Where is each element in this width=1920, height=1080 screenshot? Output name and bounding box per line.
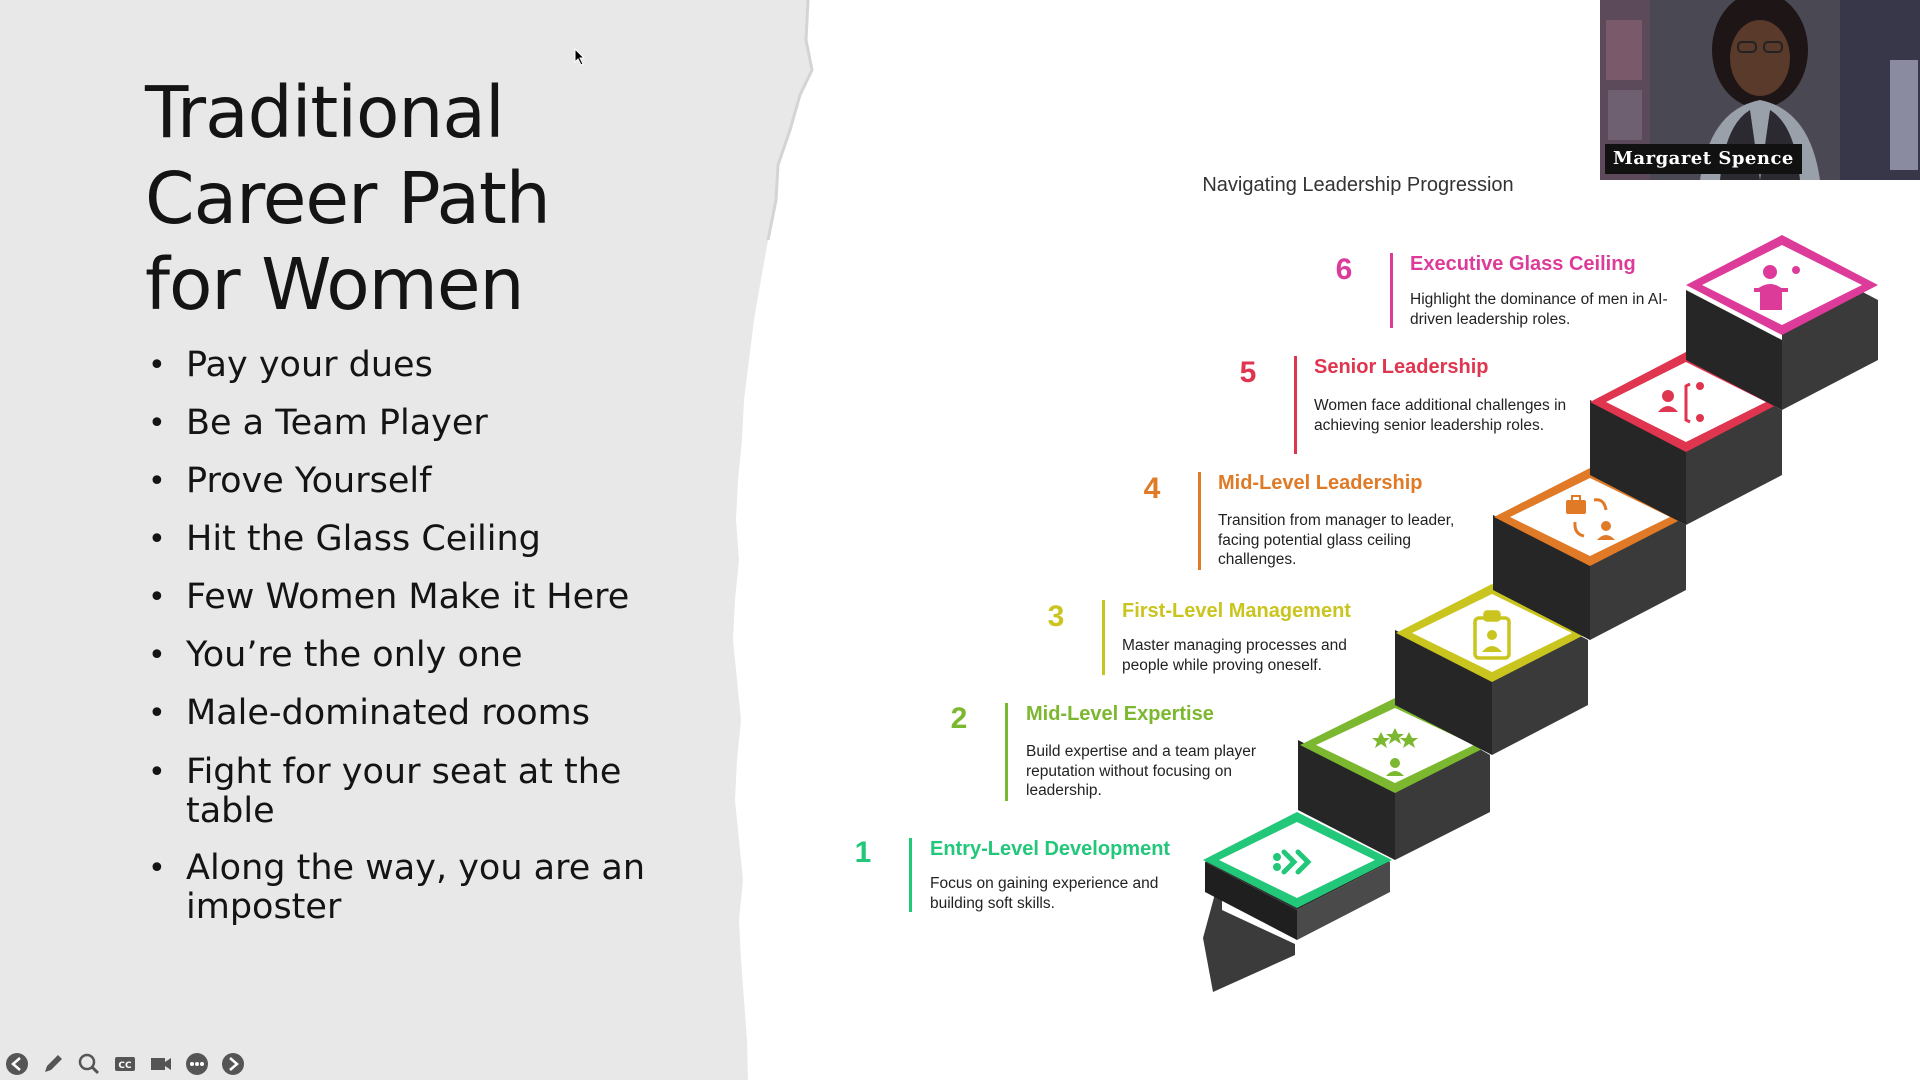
slide-title-line: Career Path [145,157,551,240]
double-chevron-icon [1273,849,1312,875]
camera-icon[interactable] [148,1051,174,1077]
step-description: Transition from manager to leader, facin… [1218,512,1455,568]
step-title: Entry-Level Development [930,838,1171,860]
step-description: Focus on gaining experience and building… [930,875,1159,912]
previous-slide-icon[interactable] [4,1051,30,1077]
step-number: 4 [1143,472,1161,505]
next-slide-icon[interactable] [220,1051,246,1077]
bullet-item: Be a Team Player [148,404,686,444]
captions-icon[interactable]: CC [112,1051,138,1077]
presenter-toolbar: CC [0,1050,246,1078]
step-title: Senior Leadership [1314,356,1489,378]
bullet-item: Pay your dues [148,346,686,386]
step-number: 1 [854,836,872,869]
briefcase-cycle-icon [1566,495,1615,540]
infographic-title: Navigating Leadership Progression [1202,174,1514,196]
more-icon[interactable] [184,1051,210,1077]
svg-text:CC: CC [118,1061,132,1071]
step-title: Mid-Level Expertise [1026,703,1214,725]
people-network-icon [1658,382,1704,424]
bullet-item: Fight for your seat at the table [148,753,686,831]
bullet-item: You’re the only one [148,636,686,676]
step-number: 2 [950,702,968,735]
slide-title-line: for Women [145,243,525,326]
podium-speaker-icon [1754,265,1800,310]
step-divider [1198,472,1201,570]
zoom-icon[interactable] [76,1051,102,1077]
bullet-item: Male-dominated rooms [148,694,686,734]
step-divider [909,838,912,912]
step-title: First-Level Management [1122,600,1351,622]
bullet-item: Prove Yourself [148,462,686,502]
step-description: Master managing processes and people whi… [1122,637,1347,674]
step-divider [1005,703,1008,801]
bullet-item: Few Women Make it Here [148,578,686,618]
pen-icon[interactable] [40,1051,66,1077]
bullet-item: Along the way, you are an imposter [148,849,686,927]
step-title: Mid-Level Leadership [1218,472,1423,494]
step-number: 6 [1335,253,1353,286]
step-description: Highlight the dominance of men in AI-dri… [1410,291,1668,328]
step-1-tile [1203,812,1392,940]
participant-name-label: Margaret Spence [1605,144,1802,174]
bullet-item: Hit the Glass Ceiling [148,520,686,560]
step-divider [1294,356,1297,454]
step-divider [1390,253,1393,328]
stars-person-icon [1372,728,1418,776]
step-divider [1102,600,1105,675]
step-6-tile [1686,235,1878,410]
step-description: Build expertise and a team player reputa… [1026,743,1257,799]
step-title: Executive Glass Ceiling [1410,253,1636,275]
slide-text-panel: Traditional Career Path for Women Pay yo… [0,0,820,1080]
step-number: 3 [1047,600,1065,633]
slide-title-line: Traditional [145,71,505,154]
slide-title: Traditional Career Path for Women [145,70,745,328]
mouse-cursor-icon [574,48,586,66]
step-number: 5 [1239,356,1257,389]
step-description: Women face additional challenges in achi… [1314,397,1567,434]
clipboard-person-icon [1473,610,1511,660]
